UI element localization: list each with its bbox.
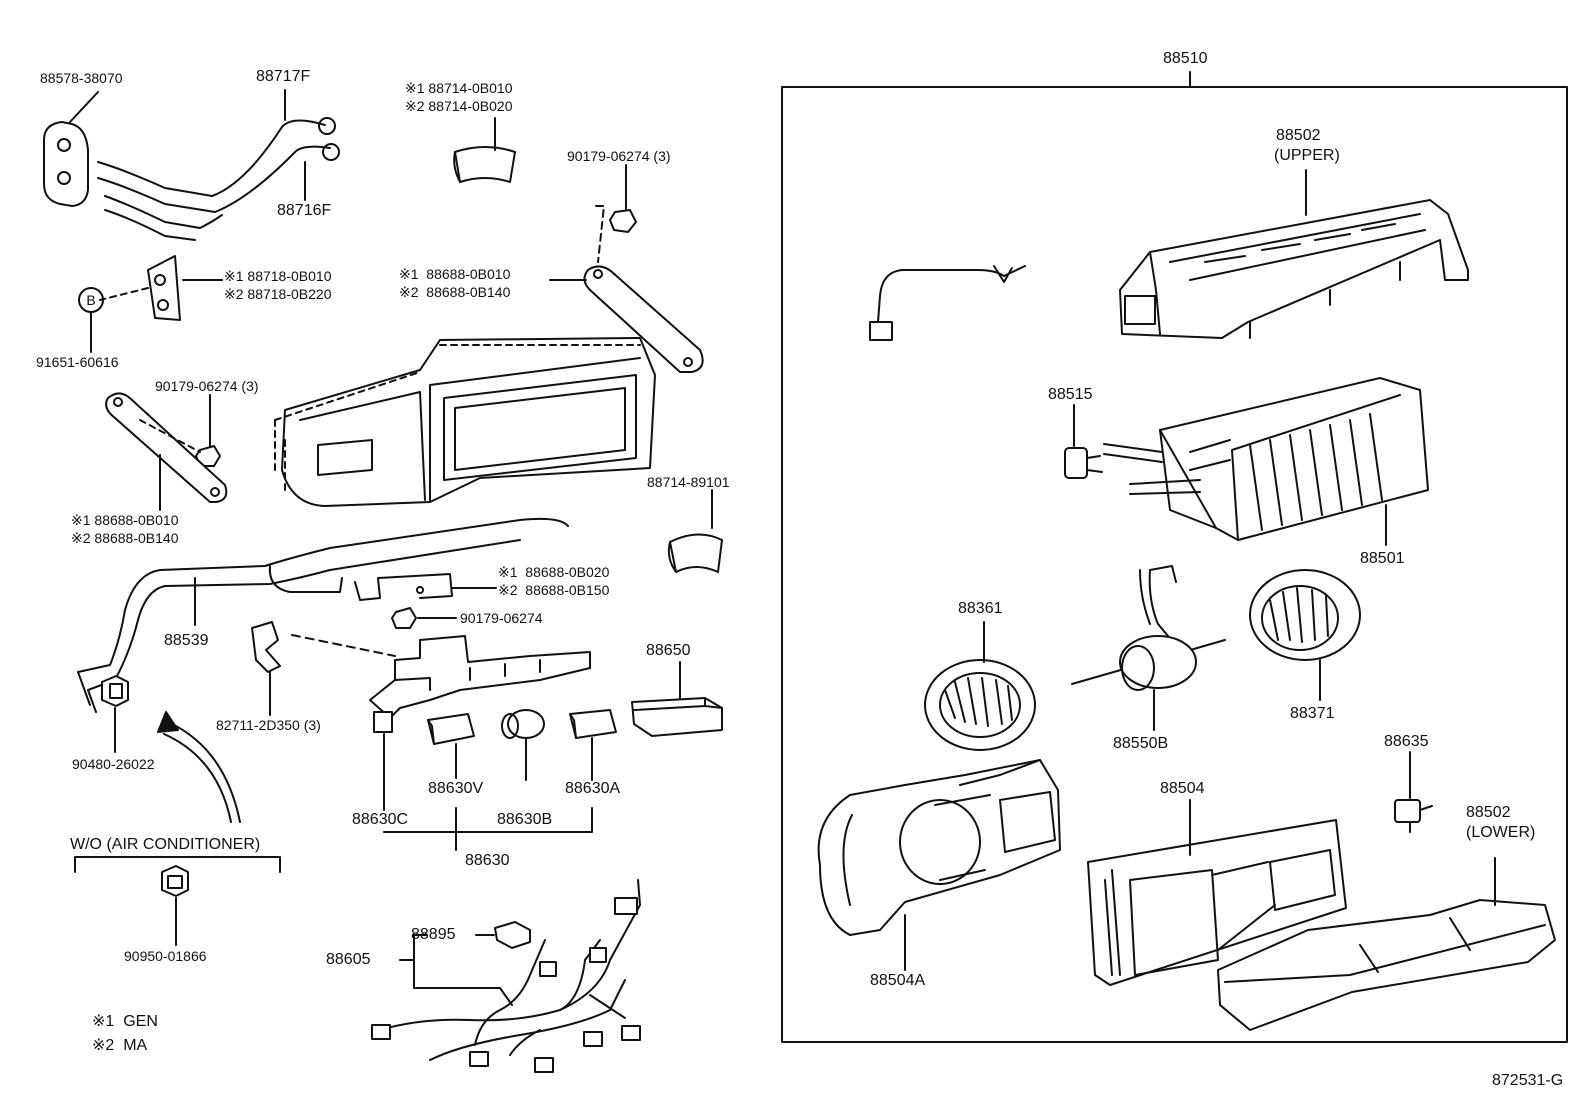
label-88361: 88361 xyxy=(958,600,1003,617)
control-panel-drawing xyxy=(369,635,591,719)
label-88504a: 88504A xyxy=(870,972,926,989)
label-88539: 88539 xyxy=(164,632,209,649)
fan-88361-drawing xyxy=(924,659,1036,751)
label-88630b: 88630B xyxy=(497,811,553,828)
motor-88550b-drawing xyxy=(1071,565,1226,691)
leader-88578 xyxy=(69,91,99,123)
label-88630v: 88630V xyxy=(428,780,484,797)
leader-90179-dashed xyxy=(595,205,605,263)
label-88718-0b220: ※2 88718-0B220 xyxy=(224,286,332,302)
label-91651: 91651-60616 xyxy=(36,354,119,370)
label-88630: 88630 xyxy=(465,852,510,869)
label-88714-89101: 88714-89101 xyxy=(647,474,730,490)
switch-88630v-drawing xyxy=(427,713,475,745)
bracket-88718-drawing xyxy=(147,255,181,321)
leader-88630-switches xyxy=(383,733,593,811)
module-88650-drawing xyxy=(631,697,723,737)
label-wo-ac: W/O (AIR CONDITIONER) xyxy=(70,836,261,853)
label-88515: 88515 xyxy=(1048,386,1093,403)
label-82711: 82711-2D350 (3) xyxy=(216,717,321,733)
leader-88605 xyxy=(399,934,513,1006)
bracket-88688-b-drawing xyxy=(354,573,453,601)
nut-90179-low-drawing xyxy=(391,607,417,629)
resistor-88635-drawing xyxy=(1394,799,1433,833)
label-88502-lower-num: 88502 xyxy=(1466,804,1511,821)
label-88605: 88605 xyxy=(326,951,371,968)
label-88688-left-1: ※1 88688-0B010 xyxy=(71,512,179,528)
label-88550b: 88550B xyxy=(1113,735,1169,752)
label-88502-lower-txt: (LOWER) xyxy=(1466,824,1536,841)
label-88688-left-2: ※2 88688-0B140 xyxy=(71,530,179,546)
label-88895: 88895 xyxy=(411,926,456,943)
label-88688-b-2: ※2 88688-0B150 xyxy=(498,582,610,598)
label-88578: 88578-38070 xyxy=(40,70,123,86)
wire-harness-drawing xyxy=(371,879,641,1073)
blower-88504a-drawing xyxy=(817,759,1061,936)
cover-88714-drawing xyxy=(453,146,516,183)
thermistor-drawing xyxy=(869,265,1026,341)
switch-88630c-drawing xyxy=(373,711,393,733)
label-90179-mid: 90179-06274 (3) xyxy=(155,378,259,394)
label-88688-top-2: ※2 88688-0B140 xyxy=(399,284,511,300)
label-88688-top-1: ※1 88688-0B010 xyxy=(399,266,511,282)
label-88688-b-1: ※1 88688-0B020 xyxy=(498,564,610,580)
label-88502-upper-num: 88502 xyxy=(1276,127,1321,144)
cover-88714-89101-drawing xyxy=(667,533,723,573)
bracket-88688-top-drawing xyxy=(583,265,704,373)
arrow-wo-ac xyxy=(157,711,241,823)
label-88630c: 88630C xyxy=(352,811,409,828)
label-88371: 88371 xyxy=(1290,705,1335,722)
leader-clip-dashed xyxy=(291,634,396,657)
label-90950: 90950-01866 xyxy=(124,948,207,964)
drain-hose-drawing xyxy=(77,517,569,713)
connector-88895-drawing xyxy=(494,921,531,949)
label-88717f: 88717F xyxy=(256,68,311,85)
label-note-2: ※2 MA xyxy=(92,1037,148,1054)
label-88635: 88635 xyxy=(1384,733,1429,750)
label-88714-0b020: ※2 88714-0B020 xyxy=(405,98,513,114)
grommet-90950-drawing xyxy=(161,865,189,897)
label-88716f: 88716F xyxy=(277,202,332,219)
clip-82711-drawing xyxy=(251,621,281,673)
hoses-drawing xyxy=(97,117,340,241)
blower-88504-drawing xyxy=(1087,819,1347,986)
label-88504: 88504 xyxy=(1160,780,1205,797)
label-callout-b: B xyxy=(86,292,96,308)
label-88501: 88501 xyxy=(1360,550,1405,567)
wo-ac-bracket xyxy=(74,856,281,873)
assembly-box-88510 xyxy=(781,86,1568,1043)
label-note-1: ※1 GEN xyxy=(92,1013,158,1030)
label-90179-low: 90179-06274 xyxy=(460,610,543,626)
evaporator-drawing xyxy=(1103,377,1429,541)
label-90480: 90480-26022 xyxy=(72,756,155,772)
bracket-88688-left-drawing xyxy=(105,392,228,503)
fan-88371-drawing xyxy=(1249,569,1361,661)
switch-88630a-drawing xyxy=(569,709,617,739)
nut-90179-mid-drawing xyxy=(195,445,221,467)
nut-90179-top-drawing xyxy=(609,209,637,233)
leader-88630-group xyxy=(383,807,593,851)
figure-code: 872531-G xyxy=(1492,1072,1564,1089)
upper-case-drawing xyxy=(1119,199,1469,339)
switch-88630b-drawing xyxy=(501,709,545,739)
leader-bracket-left-dashed xyxy=(139,419,201,453)
label-88630a: 88630A xyxy=(565,780,621,797)
leader-b-dashed xyxy=(99,287,149,301)
label-88502-upper-txt: (UPPER) xyxy=(1274,147,1340,164)
label-88650: 88650 xyxy=(646,642,691,659)
label-88510: 88510 xyxy=(1163,50,1208,67)
heater-unit-drawing xyxy=(274,337,656,507)
label-90179-top: 90179-06274 (3) xyxy=(567,148,671,164)
lower-case-drawing xyxy=(1217,899,1556,1031)
label-88714-0b010: ※1 88714-0B010 xyxy=(405,80,513,96)
grommet-90480-drawing xyxy=(101,675,129,707)
plate-88578-drawing xyxy=(43,121,89,207)
label-88718-0b010: ※1 88718-0B010 xyxy=(224,268,332,284)
expansion-valve-drawing xyxy=(1064,447,1103,479)
